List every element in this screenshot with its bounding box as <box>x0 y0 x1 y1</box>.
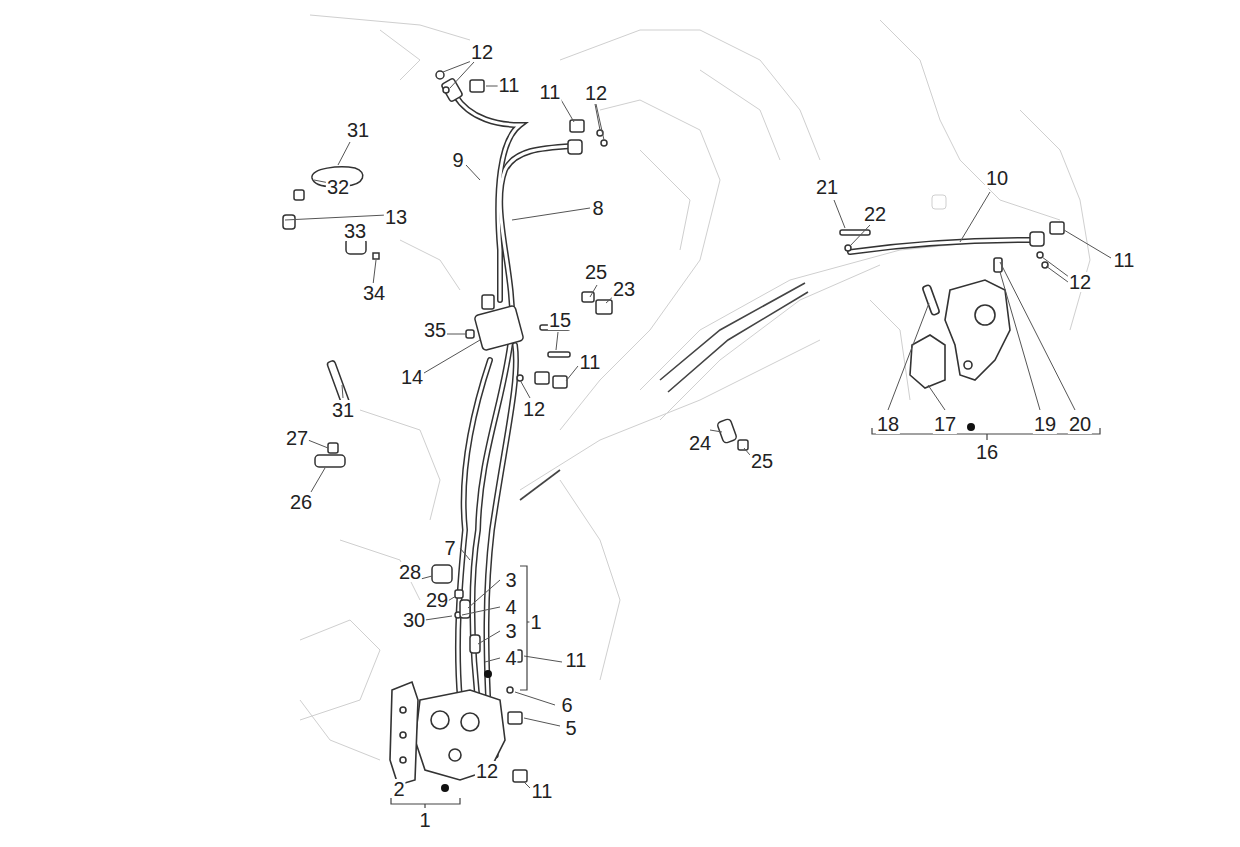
callout-number: 6 <box>560 695 573 715</box>
callout-number: 33 <box>343 221 367 241</box>
callout-number: 31 <box>331 400 355 420</box>
callout-number: 10 <box>985 168 1009 188</box>
callout-number: 4 <box>504 597 517 617</box>
callout-number: 3 <box>504 570 517 590</box>
callout-number: 12 <box>584 83 608 103</box>
callout-number: 9 <box>451 150 464 170</box>
callout-number: 11 <box>498 75 521 95</box>
front-caliper <box>390 682 505 785</box>
callout-number: 35 <box>423 320 447 340</box>
callout-number: 11 <box>531 781 554 801</box>
callout-number: 20 <box>1068 414 1092 434</box>
callout-number: 12 <box>470 42 494 62</box>
callout-number: 28 <box>398 562 422 582</box>
callout-number: 22 <box>863 204 887 224</box>
callout-number: 7 <box>443 538 456 558</box>
callout-number: 8 <box>591 198 604 218</box>
group-brackets <box>391 428 1100 808</box>
fittings <box>283 71 1064 782</box>
brake-hoses <box>455 95 1030 735</box>
callout-number: 30 <box>402 610 426 630</box>
callout-number: 15 <box>548 310 572 330</box>
callout-number: 11 <box>579 352 602 372</box>
callout-number: 18 <box>876 414 900 434</box>
callout-number: 11 <box>539 82 562 102</box>
callout-number: 2 <box>392 779 405 799</box>
callout-number: 24 <box>688 433 712 453</box>
callout-number: 19 <box>1033 414 1057 434</box>
callout-number: 1 <box>529 612 542 632</box>
callout-number: 12 <box>1068 272 1092 292</box>
leader-lines <box>285 60 1111 788</box>
callout-number: 12 <box>522 399 546 419</box>
callout-number: 12 <box>475 761 499 781</box>
callout-number: 25 <box>750 451 774 471</box>
dark-frame-lines <box>520 283 808 500</box>
background-frame <box>300 15 1090 760</box>
callout-number: 27 <box>285 428 309 448</box>
callout-number: 25 <box>584 262 608 282</box>
callout-number: 13 <box>384 207 408 227</box>
callout-number: 3 <box>504 621 517 641</box>
callout-number: 14 <box>400 367 424 387</box>
callout-number: 5 <box>564 718 577 738</box>
callout-number: 11 <box>565 650 588 670</box>
callout-number: 29 <box>425 590 449 610</box>
callout-number: 17 <box>933 414 957 434</box>
callout-number: 21 <box>815 177 839 197</box>
rear-caliper <box>910 258 1010 388</box>
callout-number: 32 <box>326 177 350 197</box>
callout-number: 34 <box>362 283 386 303</box>
marker-dots <box>441 423 975 792</box>
callout-number: 31 <box>346 120 370 140</box>
callout-number: 16 <box>975 442 999 462</box>
callout-number: 26 <box>289 492 313 512</box>
callout-number: 1 <box>418 810 431 830</box>
callout-number: 23 <box>612 279 636 299</box>
callout-number: 11 <box>1113 250 1136 270</box>
callout-number: 4 <box>504 648 517 668</box>
